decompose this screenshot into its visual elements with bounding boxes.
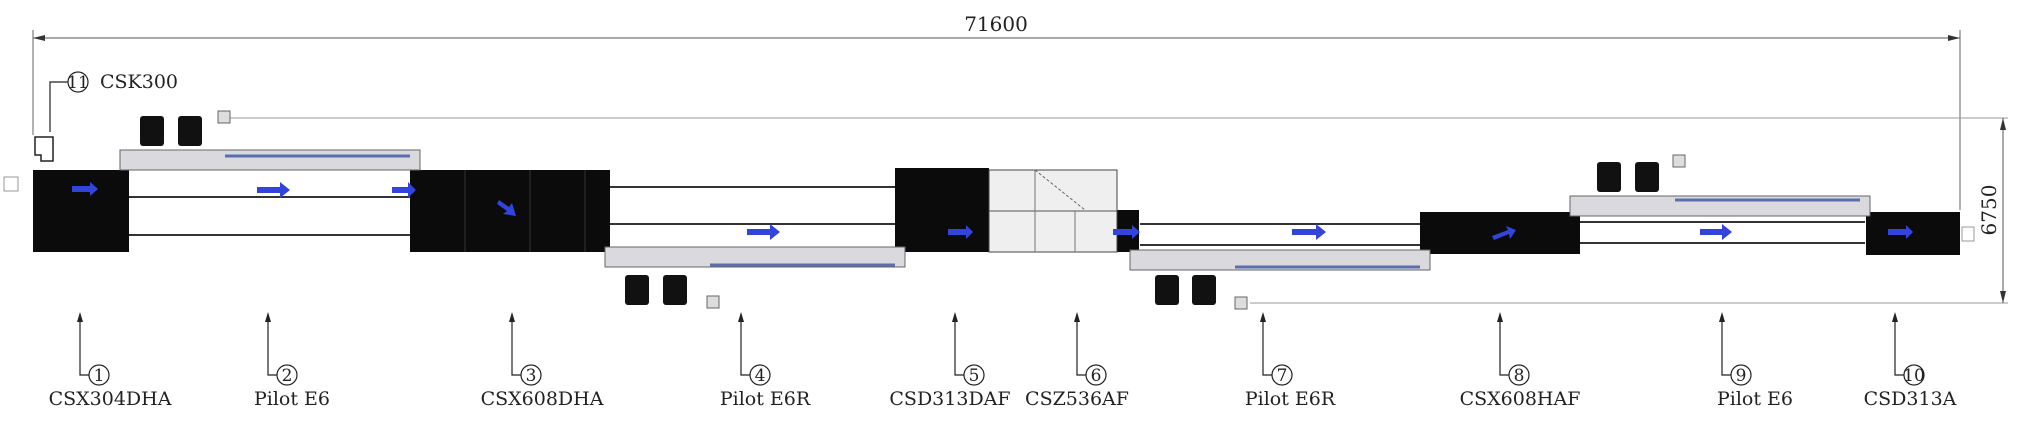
machines [33, 168, 1960, 255]
station-number: 8 [1514, 366, 1525, 386]
overall-length-dimension: 71600 [32, 12, 1961, 210]
flow-arrow-icon [948, 225, 973, 239]
leader-line [1262, 318, 1272, 376]
station-number: 2 [282, 366, 293, 386]
leader-arrowhead [509, 312, 515, 322]
entry-device-icon [3, 176, 19, 192]
leader-arrowhead [1074, 312, 1080, 322]
leader-arrowhead [1260, 312, 1266, 322]
flow-arrow-icon [497, 200, 516, 216]
callout-11-number: 11 [67, 73, 89, 93]
flow-arrow-icon [1492, 226, 1516, 240]
station-number: 4 [755, 366, 766, 386]
leader-arrowhead [1719, 312, 1725, 322]
flow-arrow-icon [1113, 225, 1140, 239]
station-label: Pilot E6R [1245, 388, 1336, 410]
machine-5-csd313daf [895, 168, 989, 252]
station-label: CSX608DHA [481, 388, 604, 410]
machine-1-csx304dha [33, 170, 129, 252]
machine-6-csz536af [988, 169, 1118, 253]
station-label: Pilot E6 [254, 388, 330, 410]
overall-length-label: 71600 [964, 12, 1028, 36]
conveyor-rails [128, 186, 1865, 246]
station-number: 1 [94, 366, 105, 386]
station-number: 7 [1277, 366, 1288, 386]
flow-arrow-icon [1888, 225, 1913, 239]
leader-arrowhead [77, 312, 83, 322]
station-number: 6 [1091, 366, 1102, 386]
press-beds [119, 110, 1871, 310]
exit-device-icon [1961, 226, 1975, 242]
station-number-circle [1085, 364, 1107, 386]
station-number-circle [1508, 364, 1530, 386]
leader-line [511, 318, 521, 376]
machine-10-csd313a [1866, 212, 1960, 255]
leader-line [1721, 318, 1731, 376]
flow-arrow-icon [747, 224, 780, 240]
station-label: CSX304DHA [49, 388, 172, 410]
leader-line [1499, 318, 1509, 376]
station-number-circle [1903, 364, 1925, 386]
station-number-circle [88, 364, 110, 386]
flow-arrow-icon [1292, 224, 1326, 240]
station-label: CSD313DAF [889, 388, 1010, 410]
station-label: Pilot E6R [720, 388, 811, 410]
station-number: 10 [1903, 366, 1925, 386]
leader-line [267, 318, 277, 376]
leader-line [740, 318, 750, 376]
station-label: CSD313A [1864, 388, 1957, 410]
station-number-circle [276, 364, 298, 386]
leader-line [1076, 318, 1086, 376]
station-label: CSZ536AF [1025, 388, 1129, 410]
leader-arrowhead [1497, 312, 1503, 322]
leader-line [954, 318, 964, 376]
leader-arrowhead [265, 312, 271, 322]
leader-line [79, 318, 89, 376]
overall-height-label: 6750 [1977, 185, 2001, 236]
station-label: Pilot E6 [1717, 388, 1793, 410]
leader-arrowhead [952, 312, 958, 322]
leader-arrowhead [738, 312, 744, 322]
station-number: 9 [1736, 366, 1747, 386]
flow-arrows [72, 182, 1913, 240]
flow-arrow-icon [72, 182, 98, 196]
callout-11-label: CSK300 [100, 71, 178, 93]
station-number-circle [1271, 364, 1293, 386]
leader-arrowhead [1892, 312, 1898, 322]
station-number-circle [963, 364, 985, 386]
station-number: 3 [526, 366, 537, 386]
station-number-circle [1730, 364, 1752, 386]
flow-arrow-icon [257, 182, 290, 198]
flow-arrow-icon [392, 182, 416, 198]
machine-3-panels [464, 170, 586, 252]
leader-line [1894, 318, 1904, 376]
station-label: CSX608HAF [1460, 388, 1581, 410]
callout-csk300: 11 CSK300 [3, 71, 178, 192]
station-number: 5 [969, 366, 980, 386]
flow-arrow-icon [1700, 224, 1732, 240]
overall-height-dimension: 6750 [225, 117, 2008, 304]
station-number-circle [520, 364, 542, 386]
station-number-circle [749, 364, 771, 386]
